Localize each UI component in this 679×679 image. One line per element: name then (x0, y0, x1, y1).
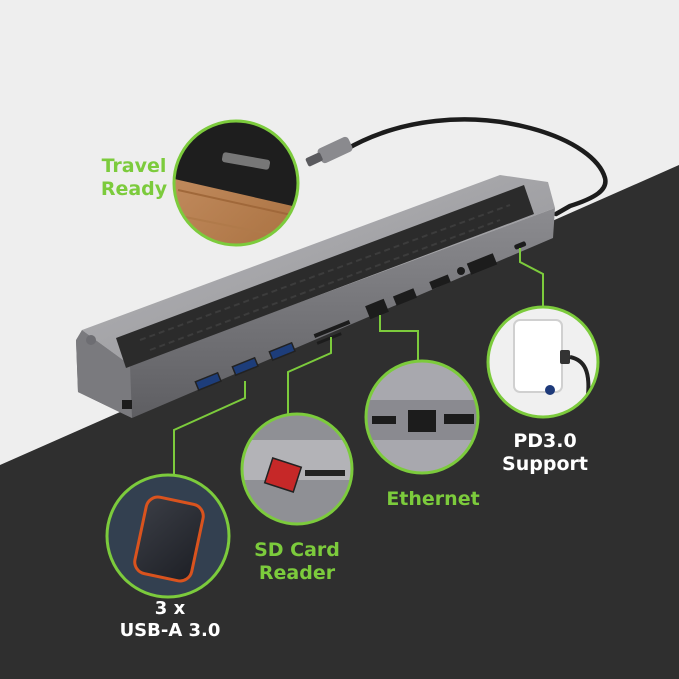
hdmi-port-icon (429, 274, 451, 290)
pd-support-label: PD3.0 Support (490, 430, 600, 476)
usb-c-cable-icon (221, 152, 271, 170)
ethernet-callout (364, 359, 480, 475)
usb-label-line1: 3 x (154, 598, 186, 619)
sd-card-slot-icon (316, 332, 342, 345)
travel-ready-line1: Travel (101, 155, 167, 177)
travel-ready-label: Travel Ready (94, 155, 174, 201)
vga-port-icon (466, 253, 498, 275)
ethernet-port-icon (365, 298, 389, 320)
travel-ready-callout (172, 119, 300, 247)
ethernet-label: Ethernet (378, 488, 488, 511)
usb-port-icon (231, 356, 259, 377)
power-logo-icon (86, 335, 96, 345)
usb-label-line2: USB-A 3.0 (119, 619, 221, 641)
sd-card-label-line1: SD Card (254, 539, 340, 561)
pd-support-line2: Support (502, 453, 588, 476)
sd-card-callout (240, 412, 354, 526)
pd-support-line1: PD3.0 (513, 430, 577, 452)
usb-callout (105, 473, 231, 599)
docking-station (76, 175, 555, 418)
usb-port-icon (194, 371, 222, 392)
usb-c-port-icon (514, 241, 527, 250)
usb-c-cable-icon (305, 117, 608, 217)
power-adapter-icon (513, 319, 563, 393)
usb-port-icon (392, 288, 418, 306)
usb-port-icon (268, 341, 296, 362)
portable-ssd-icon (133, 495, 205, 583)
sd-card-icon (263, 457, 303, 493)
pd-support-callout (486, 305, 600, 419)
sd-card-label-line2: Reader (258, 562, 336, 585)
travel-ready-line2: Ready (100, 178, 168, 201)
ethernet-port-icon (408, 410, 436, 432)
callout-lines (173, 248, 544, 475)
usb-label: 3 x USB-A 3.0 (100, 598, 240, 642)
sd-card-label: SD Card Reader (242, 539, 352, 585)
sd-card-slot-icon (313, 320, 351, 338)
ethernet-label-line1: Ethernet (386, 488, 480, 510)
